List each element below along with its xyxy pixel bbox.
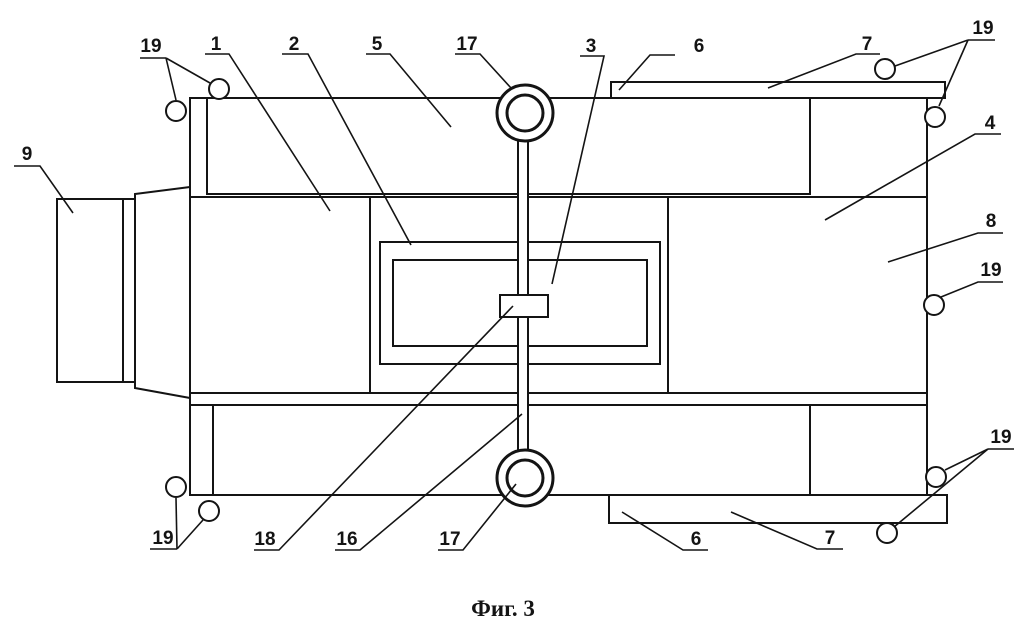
marker-19-tl-a xyxy=(165,100,187,122)
label-9: 9 xyxy=(22,144,33,165)
part-18-sensor-block xyxy=(499,294,549,318)
label-3: 3 xyxy=(586,36,597,57)
label-17-top: 17 xyxy=(456,34,477,55)
label-19-bottom-right: 19 xyxy=(990,427,1011,448)
label-7-bottom: 7 xyxy=(825,528,836,549)
part-6-7-bottom-plate xyxy=(608,494,948,524)
marker-19-bl-b xyxy=(198,500,220,522)
part-6-7-top-plate xyxy=(610,81,946,99)
label-1: 1 xyxy=(211,34,222,55)
marker-19-br-b xyxy=(876,522,898,544)
label-19-top-left: 19 xyxy=(140,36,161,57)
label-8: 8 xyxy=(986,211,997,232)
label-7-top: 7 xyxy=(862,34,873,55)
label-2: 2 xyxy=(289,34,300,55)
label-19-mid-right: 19 xyxy=(980,260,1001,281)
marker-19-mr xyxy=(923,294,945,316)
label-18: 18 xyxy=(254,529,275,550)
marker-19-tr-a xyxy=(874,58,896,80)
label-5: 5 xyxy=(372,34,383,55)
label-6-bottom: 6 xyxy=(691,529,702,550)
main-body-outline xyxy=(189,97,928,496)
label-16: 16 xyxy=(336,529,357,550)
leader-lines xyxy=(14,39,1014,551)
marker-19-br-a xyxy=(925,466,947,488)
label-19-bottom-left: 19 xyxy=(152,528,173,549)
part-19-markers xyxy=(165,58,947,544)
label-6-top: 6 xyxy=(694,36,705,57)
part-17-bottom-ring xyxy=(495,448,555,508)
label-19-top-right: 19 xyxy=(972,18,993,39)
reference-numerals: 9 19 1 2 5 17 3 6 7 19 4 8 19 19 19 18 1… xyxy=(22,18,1012,550)
marker-19-tl-b xyxy=(208,78,230,100)
marker-19-tr-b xyxy=(924,106,946,128)
part-17-top-ring xyxy=(495,83,555,143)
marker-19-bl-a xyxy=(165,476,187,498)
label-4: 4 xyxy=(985,113,996,134)
figure-caption: Фиг. 3 xyxy=(471,596,535,621)
part-9-end-cap xyxy=(56,186,191,399)
label-17-bottom: 17 xyxy=(439,529,460,550)
